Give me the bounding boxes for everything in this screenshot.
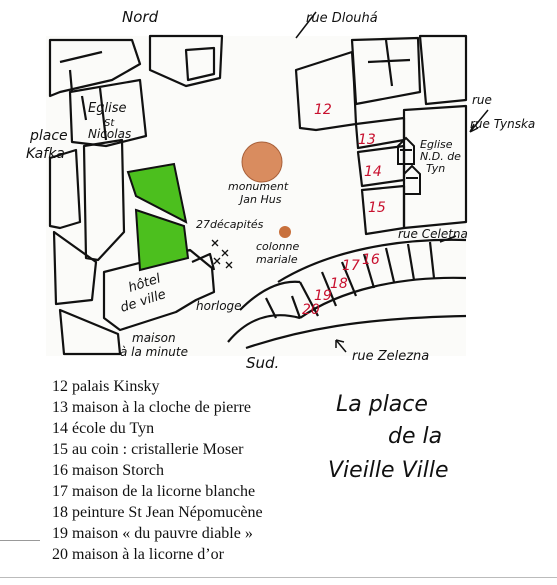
colonne-label-l1: colonne: [256, 240, 300, 253]
monument-label-l1: monument: [228, 180, 289, 193]
monument-jan-hus-marker: [241, 141, 283, 183]
house-number-17: 17: [342, 258, 360, 274]
house-number-18: 18: [330, 276, 348, 292]
place-kafka-l1: place: [29, 128, 68, 144]
compass-north: Nord: [122, 8, 159, 26]
eglise-tyn-l2: N.D. de: [420, 150, 461, 163]
compass-south: Sud.: [246, 354, 279, 370]
street-tynska: rue Tynska: [470, 117, 535, 131]
street-zelezna: rue Zelezna: [352, 349, 429, 364]
legend-item: 12 palais Kinsky: [52, 378, 160, 395]
legend-item: 18 peinture St Jean Népomucène: [52, 504, 263, 521]
street-arrows: [295, 11, 489, 353]
street-tynska-rue: rue: [472, 93, 492, 107]
colonne-label-l2: mariale: [256, 253, 298, 266]
legend-list: 12 palais Kinsky 13 maison à la cloche d…: [52, 376, 263, 565]
map-paper: [46, 36, 466, 356]
legend-item: 15 au coin : cristallerie Moser: [52, 441, 244, 458]
maison-minute-l1: maison: [132, 331, 176, 345]
horloge-label: horloge: [196, 299, 242, 313]
title-line-1: La place: [336, 392, 428, 417]
paper-edge-line: [0, 540, 40, 541]
decapites-label: 27décapités: [196, 218, 264, 231]
house-number-19: 19: [314, 288, 332, 304]
legend-item: 14 école du Tyn: [52, 420, 155, 437]
eglise-st-nicolas-l3: Nicolas: [88, 127, 131, 141]
house-number-12: 12: [314, 102, 332, 118]
eglise-tyn-l1: Eglise: [420, 138, 453, 151]
legend-item: 17 maison de la licorne blanche: [52, 483, 256, 500]
house-number-13: 13: [358, 132, 376, 148]
house-number-14: 14: [364, 164, 382, 180]
house-number-20: 20: [302, 302, 320, 318]
legend-item: 20 maison à la licorne d’or: [52, 546, 224, 563]
title-line-2: de la: [388, 424, 443, 449]
legend-item: 13 maison à la cloche de pierre: [52, 399, 252, 416]
legend-item: 19 maison « du pauvre diable »: [52, 525, 253, 542]
building-outlines: [48, 34, 468, 356]
street-celetna: rue Celetna: [398, 227, 468, 241]
old-town-square-map: Nord Sud. rue Dlouhá rue rue Tynska rue …: [26, 8, 535, 370]
title-line-3: Vieille Ville: [328, 458, 449, 483]
eglise-tyn-l3: Tyn: [426, 162, 445, 175]
place-kafka-l2: Kafka: [26, 146, 65, 162]
colonne-mariale-marker: [279, 226, 291, 238]
legend-item: 16 maison Storch: [52, 462, 164, 479]
maison-minute-l2: à la minute: [120, 345, 188, 359]
decapites-crosses: [211, 239, 233, 269]
house-number-16: 16: [362, 252, 380, 268]
eglise-st-nicolas-l2: St: [104, 118, 115, 129]
monument-label-l2: Jan Hus: [238, 193, 282, 206]
street-dlouha: rue Dlouhá: [306, 11, 378, 26]
eglise-st-nicolas-l1: Eglise: [88, 101, 126, 116]
park-green-areas: [126, 162, 190, 272]
paper-bottom-line: [0, 577, 557, 578]
tyn-church-towers: [397, 136, 421, 195]
house-number-15: 15: [368, 200, 386, 216]
